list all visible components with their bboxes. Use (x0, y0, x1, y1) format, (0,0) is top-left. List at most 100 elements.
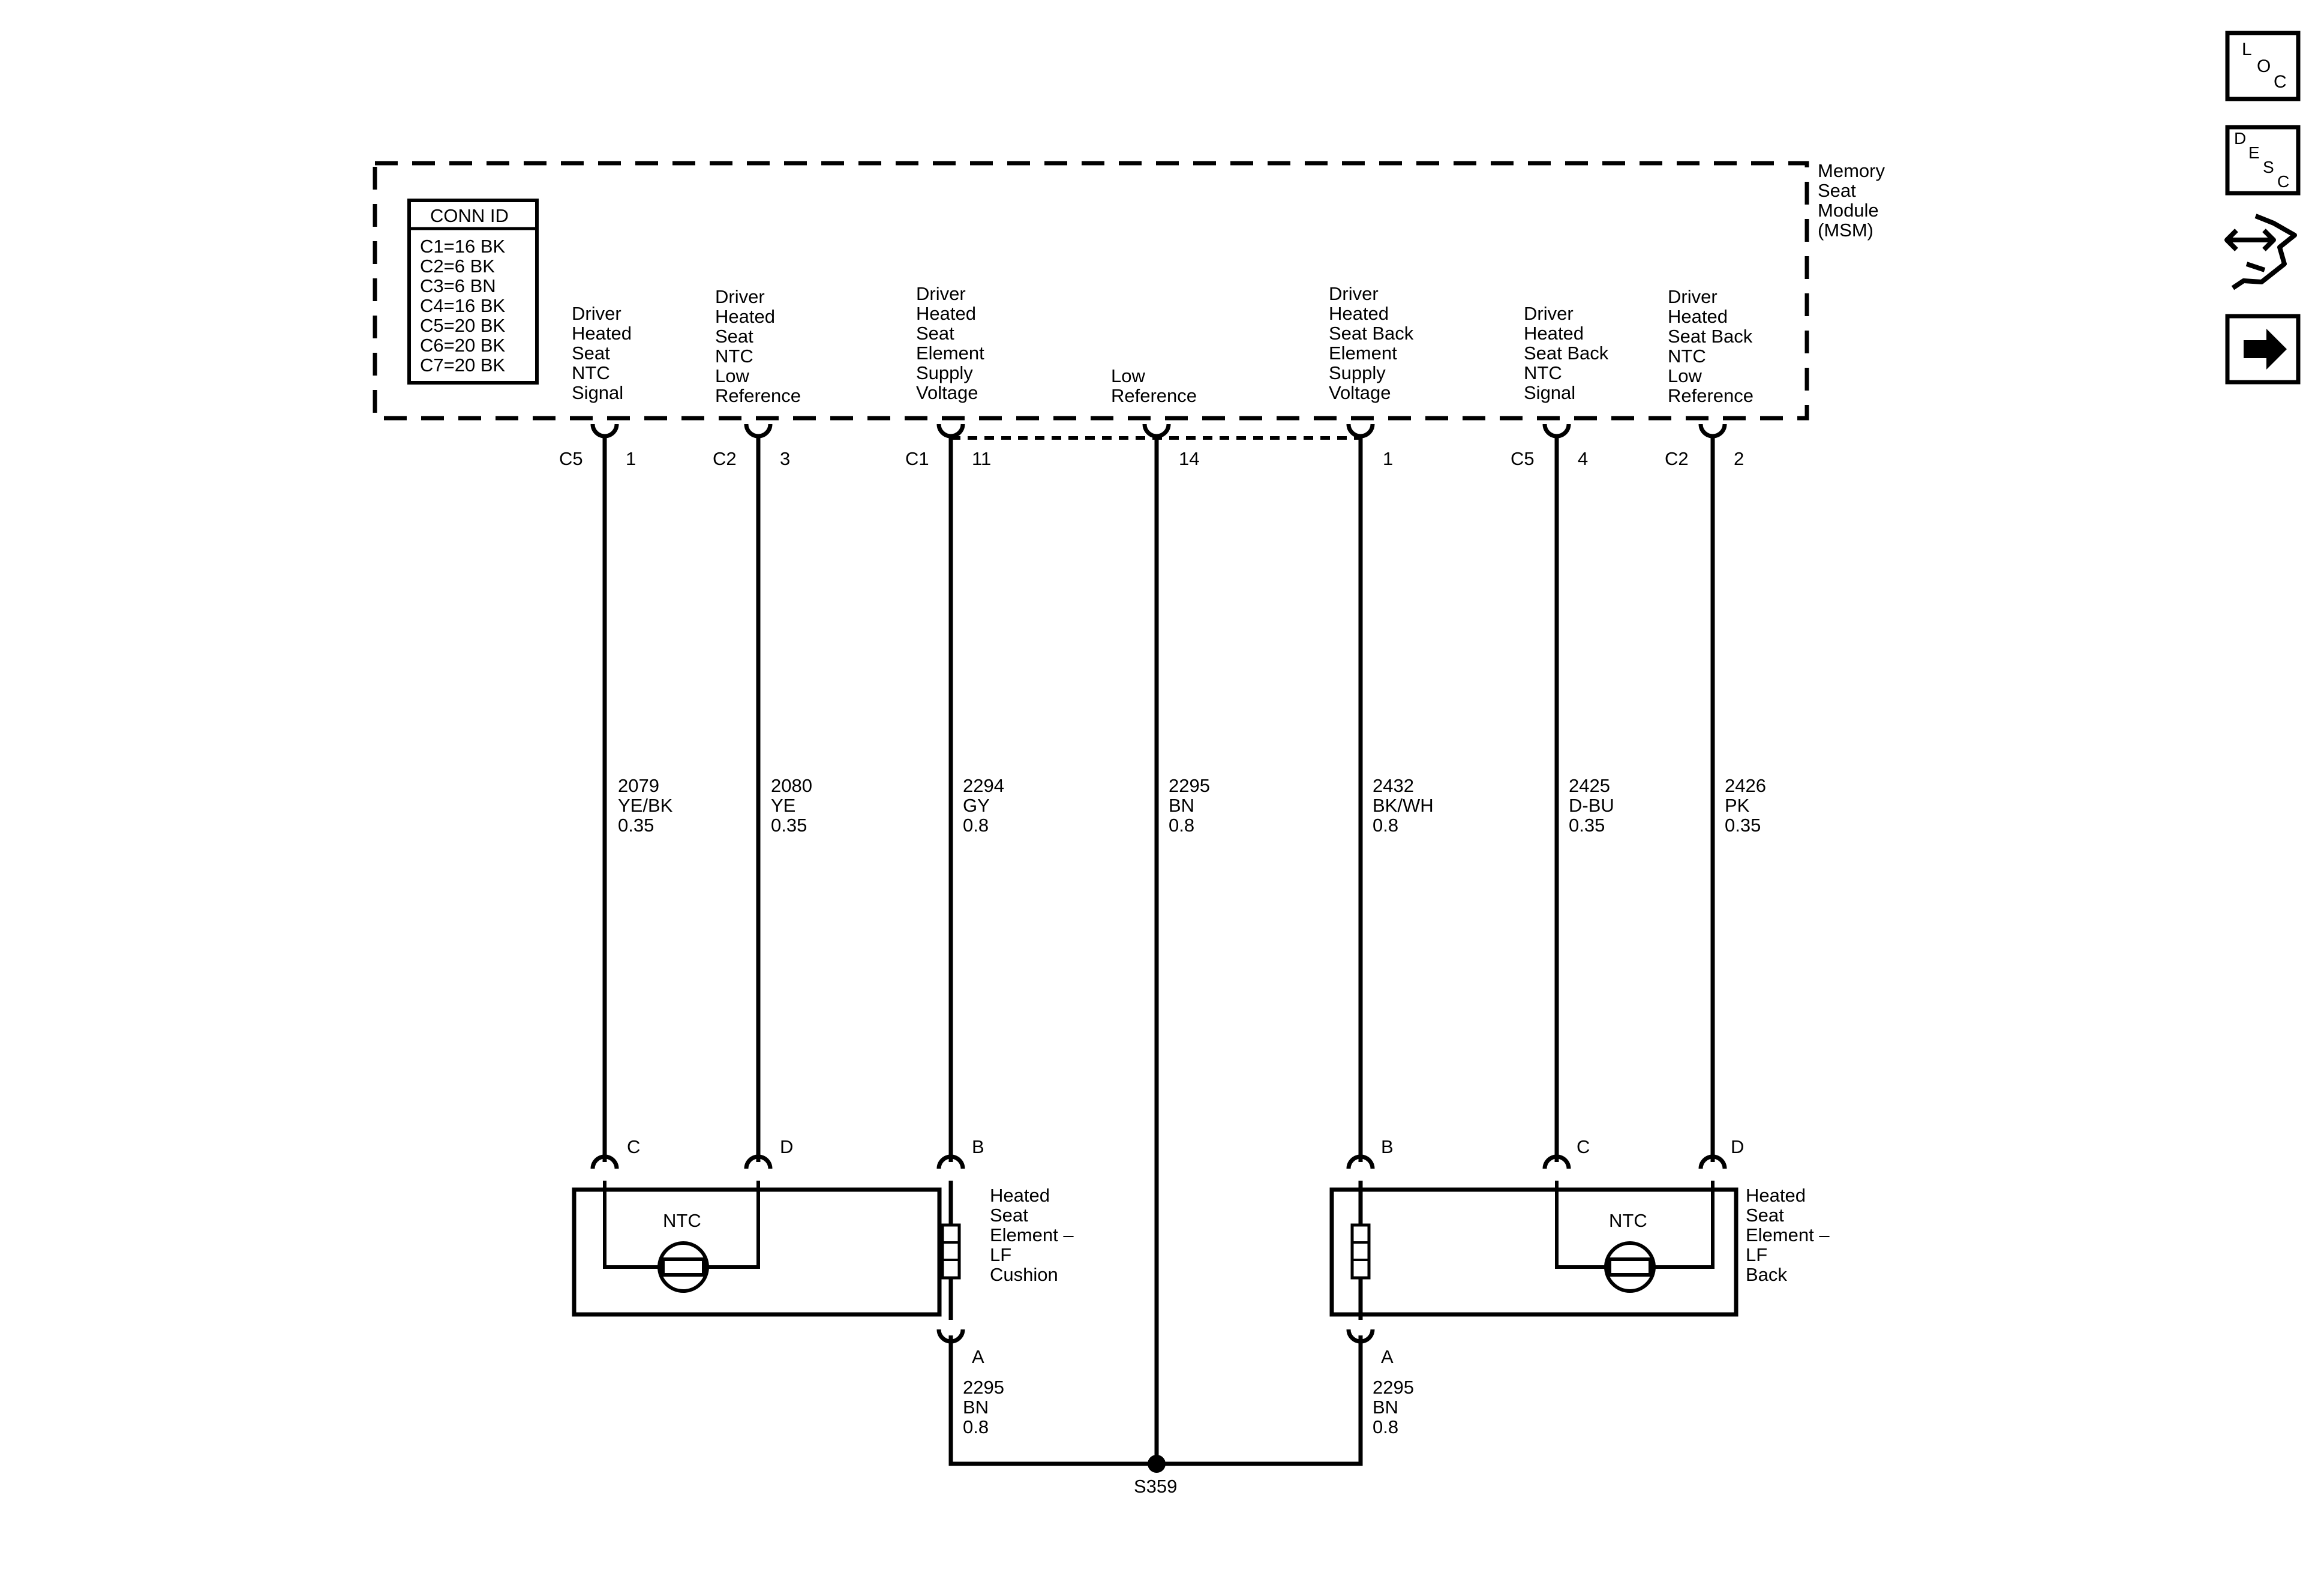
svg-text:Heated: Heated (1524, 323, 1584, 344)
wire-label-3: 2294 GY 0.8 (963, 775, 1004, 836)
wire-label-4: 2295 BN 0.8 (1169, 775, 1210, 836)
svg-text:0.8: 0.8 (1373, 1416, 1398, 1437)
back-name: Heated Seat Element – LF Back (1746, 1185, 1830, 1285)
svg-text:Heated: Heated (1668, 306, 1728, 327)
svg-text:Driver: Driver (1524, 303, 1574, 324)
svg-text:3: 3 (780, 448, 790, 469)
svg-text:C1: C1 (905, 448, 929, 469)
svg-text:2425: 2425 (1569, 775, 1610, 796)
svg-text:C: C (2274, 72, 2287, 92)
svg-text:Memory: Memory (1818, 160, 1885, 181)
svg-text:Reference: Reference (1111, 385, 1197, 406)
svg-text:0.8: 0.8 (1373, 815, 1398, 836)
svg-text:Reference: Reference (715, 385, 801, 406)
svg-text:BK/WH: BK/WH (1373, 795, 1434, 816)
svg-text:L: L (2242, 40, 2252, 59)
svg-text:Seat: Seat (1818, 180, 1856, 201)
conn-id-table: CONN ID C1=16 BK C2=6 BK C3=6 BN C4=16 B… (407, 199, 539, 385)
svg-text:Seat: Seat (572, 343, 610, 364)
heater-element-icon (1350, 1223, 1371, 1280)
svg-text:11: 11 (972, 448, 991, 469)
svg-text:(MSM): (MSM) (1818, 220, 1873, 241)
loc-button[interactable]: L O C (2225, 31, 2301, 101)
svg-text:0.35: 0.35 (1569, 815, 1605, 836)
svg-text:Heated: Heated (1329, 303, 1389, 324)
svg-text:C2=6 BK: C2=6 BK (420, 256, 495, 277)
svg-text:Driver: Driver (1668, 286, 1718, 307)
svg-text:0.35: 0.35 (1725, 815, 1761, 836)
svg-text:0.8: 0.8 (1169, 815, 1194, 836)
svg-text:Heated: Heated (990, 1185, 1050, 1206)
svg-text:NTC: NTC (715, 346, 753, 367)
svg-text:0.35: 0.35 (618, 815, 654, 836)
svg-text:Supply: Supply (916, 362, 973, 383)
ground-splice: S359 (948, 1335, 1363, 1497)
svg-text:Heated: Heated (715, 306, 775, 327)
cushion-ntc-label: NTC (663, 1210, 701, 1231)
heater-element-icon (941, 1223, 961, 1280)
svg-text:NTC: NTC (572, 362, 610, 383)
pin-label-4: Low Reference (1111, 365, 1197, 406)
svg-text:D: D (780, 1136, 793, 1157)
splice-dot-icon (1148, 1455, 1166, 1473)
svg-text:Seat Back: Seat Back (1524, 343, 1609, 364)
svg-text:Supply: Supply (1329, 362, 1386, 383)
svg-text:Heated: Heated (572, 323, 632, 344)
svg-text:C2: C2 (713, 448, 737, 469)
svg-text:C7=20 BK: C7=20 BK (420, 355, 506, 376)
svg-text:Element: Element (916, 343, 984, 364)
svg-text:0.35: 0.35 (771, 815, 807, 836)
wire-label-1: 2079 YE/BK 0.35 (618, 775, 673, 836)
svg-text:2432: 2432 (1373, 775, 1414, 796)
svg-text:2295: 2295 (963, 1377, 1004, 1398)
svg-text:2294: 2294 (963, 775, 1004, 796)
next-button[interactable] (2225, 314, 2301, 385)
wire-label-2: 2080 YE 0.35 (771, 775, 812, 836)
svg-text:Driver: Driver (572, 303, 621, 324)
svg-text:Low: Low (1668, 365, 1702, 386)
svg-text:Seat: Seat (916, 323, 954, 344)
svg-text:14: 14 (1179, 448, 1199, 469)
conn-id-title: CONN ID (430, 205, 509, 226)
svg-text:YE: YE (771, 795, 795, 816)
svg-text:2079: 2079 (618, 775, 659, 796)
svg-text:O: O (2257, 56, 2271, 76)
svg-text:D: D (2234, 129, 2246, 148)
svg-text:Low: Low (715, 365, 749, 386)
svg-text:C6=20 BK: C6=20 BK (420, 335, 506, 356)
svg-text:C2: C2 (1665, 448, 1689, 469)
svg-text:Voltage: Voltage (916, 382, 978, 403)
wire-label-5: 2432 BK/WH 0.8 (1373, 775, 1434, 836)
svg-text:Seat Back: Seat Back (1329, 323, 1414, 344)
desc-button[interactable]: D E S C (2225, 125, 2301, 196)
pin-label-2: Driver Heated Seat NTC Low Reference (715, 286, 801, 406)
svg-text:Cushion: Cushion (990, 1264, 1058, 1285)
cushion-element: C D B A Heated Seat Element – LF Cushion… (572, 1136, 1074, 1437)
svg-text:Signal: Signal (572, 382, 623, 403)
msm-module-box (373, 161, 1809, 421)
svg-text:C5: C5 (1511, 448, 1535, 469)
svg-text:A: A (1381, 1346, 1394, 1367)
pin-label-3: Driver Heated Seat Element Supply Voltag… (916, 283, 984, 403)
connector-repair-icon[interactable] (2224, 214, 2297, 290)
back-element: B C D A Heated Seat Element – LF Back NT… (1329, 1136, 1830, 1437)
svg-text:Seat Back: Seat Back (1668, 326, 1753, 347)
svg-text:C: C (2277, 172, 2289, 191)
svg-text:Driver: Driver (715, 286, 765, 307)
svg-text:B: B (1381, 1136, 1394, 1157)
svg-text:Driver: Driver (916, 283, 966, 304)
component-connectors (590, 1154, 1727, 1344)
back-ntc-label: NTC (1609, 1210, 1647, 1231)
svg-text:Seat: Seat (1746, 1205, 1784, 1226)
svg-text:Seat: Seat (715, 326, 753, 347)
svg-text:Seat: Seat (990, 1205, 1028, 1226)
svg-text:Element –: Element – (1746, 1224, 1830, 1245)
svg-text:2426: 2426 (1725, 775, 1766, 796)
svg-text:PK: PK (1725, 795, 1750, 816)
svg-text:Reference: Reference (1668, 385, 1753, 406)
svg-text:C: C (627, 1136, 640, 1157)
svg-text:C5=20 BK: C5=20 BK (420, 315, 506, 336)
svg-text:E: E (2248, 143, 2260, 162)
svg-text:NTC: NTC (1668, 346, 1706, 367)
svg-text:2: 2 (1734, 448, 1744, 469)
